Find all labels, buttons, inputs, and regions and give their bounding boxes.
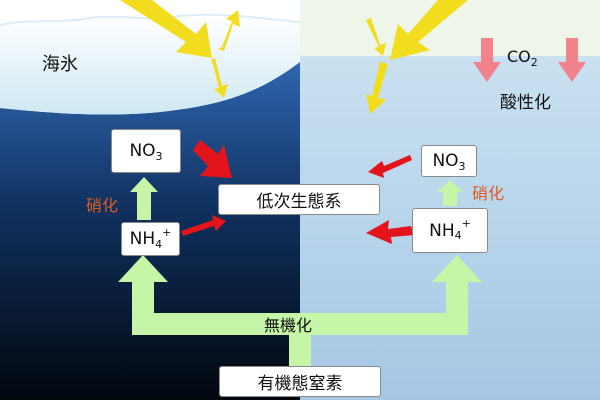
- nitrification-label-left: 硝化: [86, 196, 119, 215]
- co2-main: CO: [507, 47, 531, 66]
- acidification-label: 酸性化: [500, 93, 551, 113]
- no3-right-main: NO: [432, 151, 459, 171]
- nh4-left-sup: +: [162, 225, 172, 239]
- no3-right-sub: 3: [458, 159, 466, 173]
- sun-ray-arrow-icon: [218, 10, 240, 51]
- organic-nitrogen-box: 有機態窒素: [219, 366, 381, 397]
- sea-ice-edge: [0, 13, 301, 26]
- nh4-left-sub: 4: [155, 237, 163, 251]
- sun-ray-arrow-icon: [366, 18, 386, 56]
- no3-left-sub: 3: [155, 149, 163, 163]
- sea-ice-label: 海氷: [42, 54, 78, 75]
- co2-down-arrow-icon: [473, 38, 501, 82]
- co2-label: CO2: [507, 47, 538, 69]
- nh4-left-main: NH: [129, 229, 156, 249]
- co2-subscript: 2: [530, 56, 538, 69]
- sun-ray-arrow-icon: [390, 0, 468, 60]
- sun-ray-arrow-icon: [210, 58, 228, 98]
- nh4-right-sub: 4: [454, 229, 462, 242]
- no3-left-main: NO: [129, 141, 156, 161]
- nh4-right-sup: +: [461, 217, 471, 230]
- ecosystem-box: 低次生態系: [218, 184, 380, 215]
- nitrification-label-right: 硝化: [472, 184, 505, 203]
- organic-nitrogen-label: 有機態窒素: [257, 374, 343, 394]
- sun-ray-arrow-icon: [120, 0, 212, 58]
- flow-arrow-icon: [118, 177, 482, 368]
- co2-down-arrow-icon: [558, 38, 586, 82]
- sun-ray-arrow-icon: [366, 62, 388, 114]
- flow-arrow-icon: [181, 140, 414, 244]
- nh4-right-main: NH: [429, 220, 455, 241]
- mineralization-label: 無機化: [264, 316, 313, 335]
- ecosystem-label: 低次生態系: [256, 192, 342, 212]
